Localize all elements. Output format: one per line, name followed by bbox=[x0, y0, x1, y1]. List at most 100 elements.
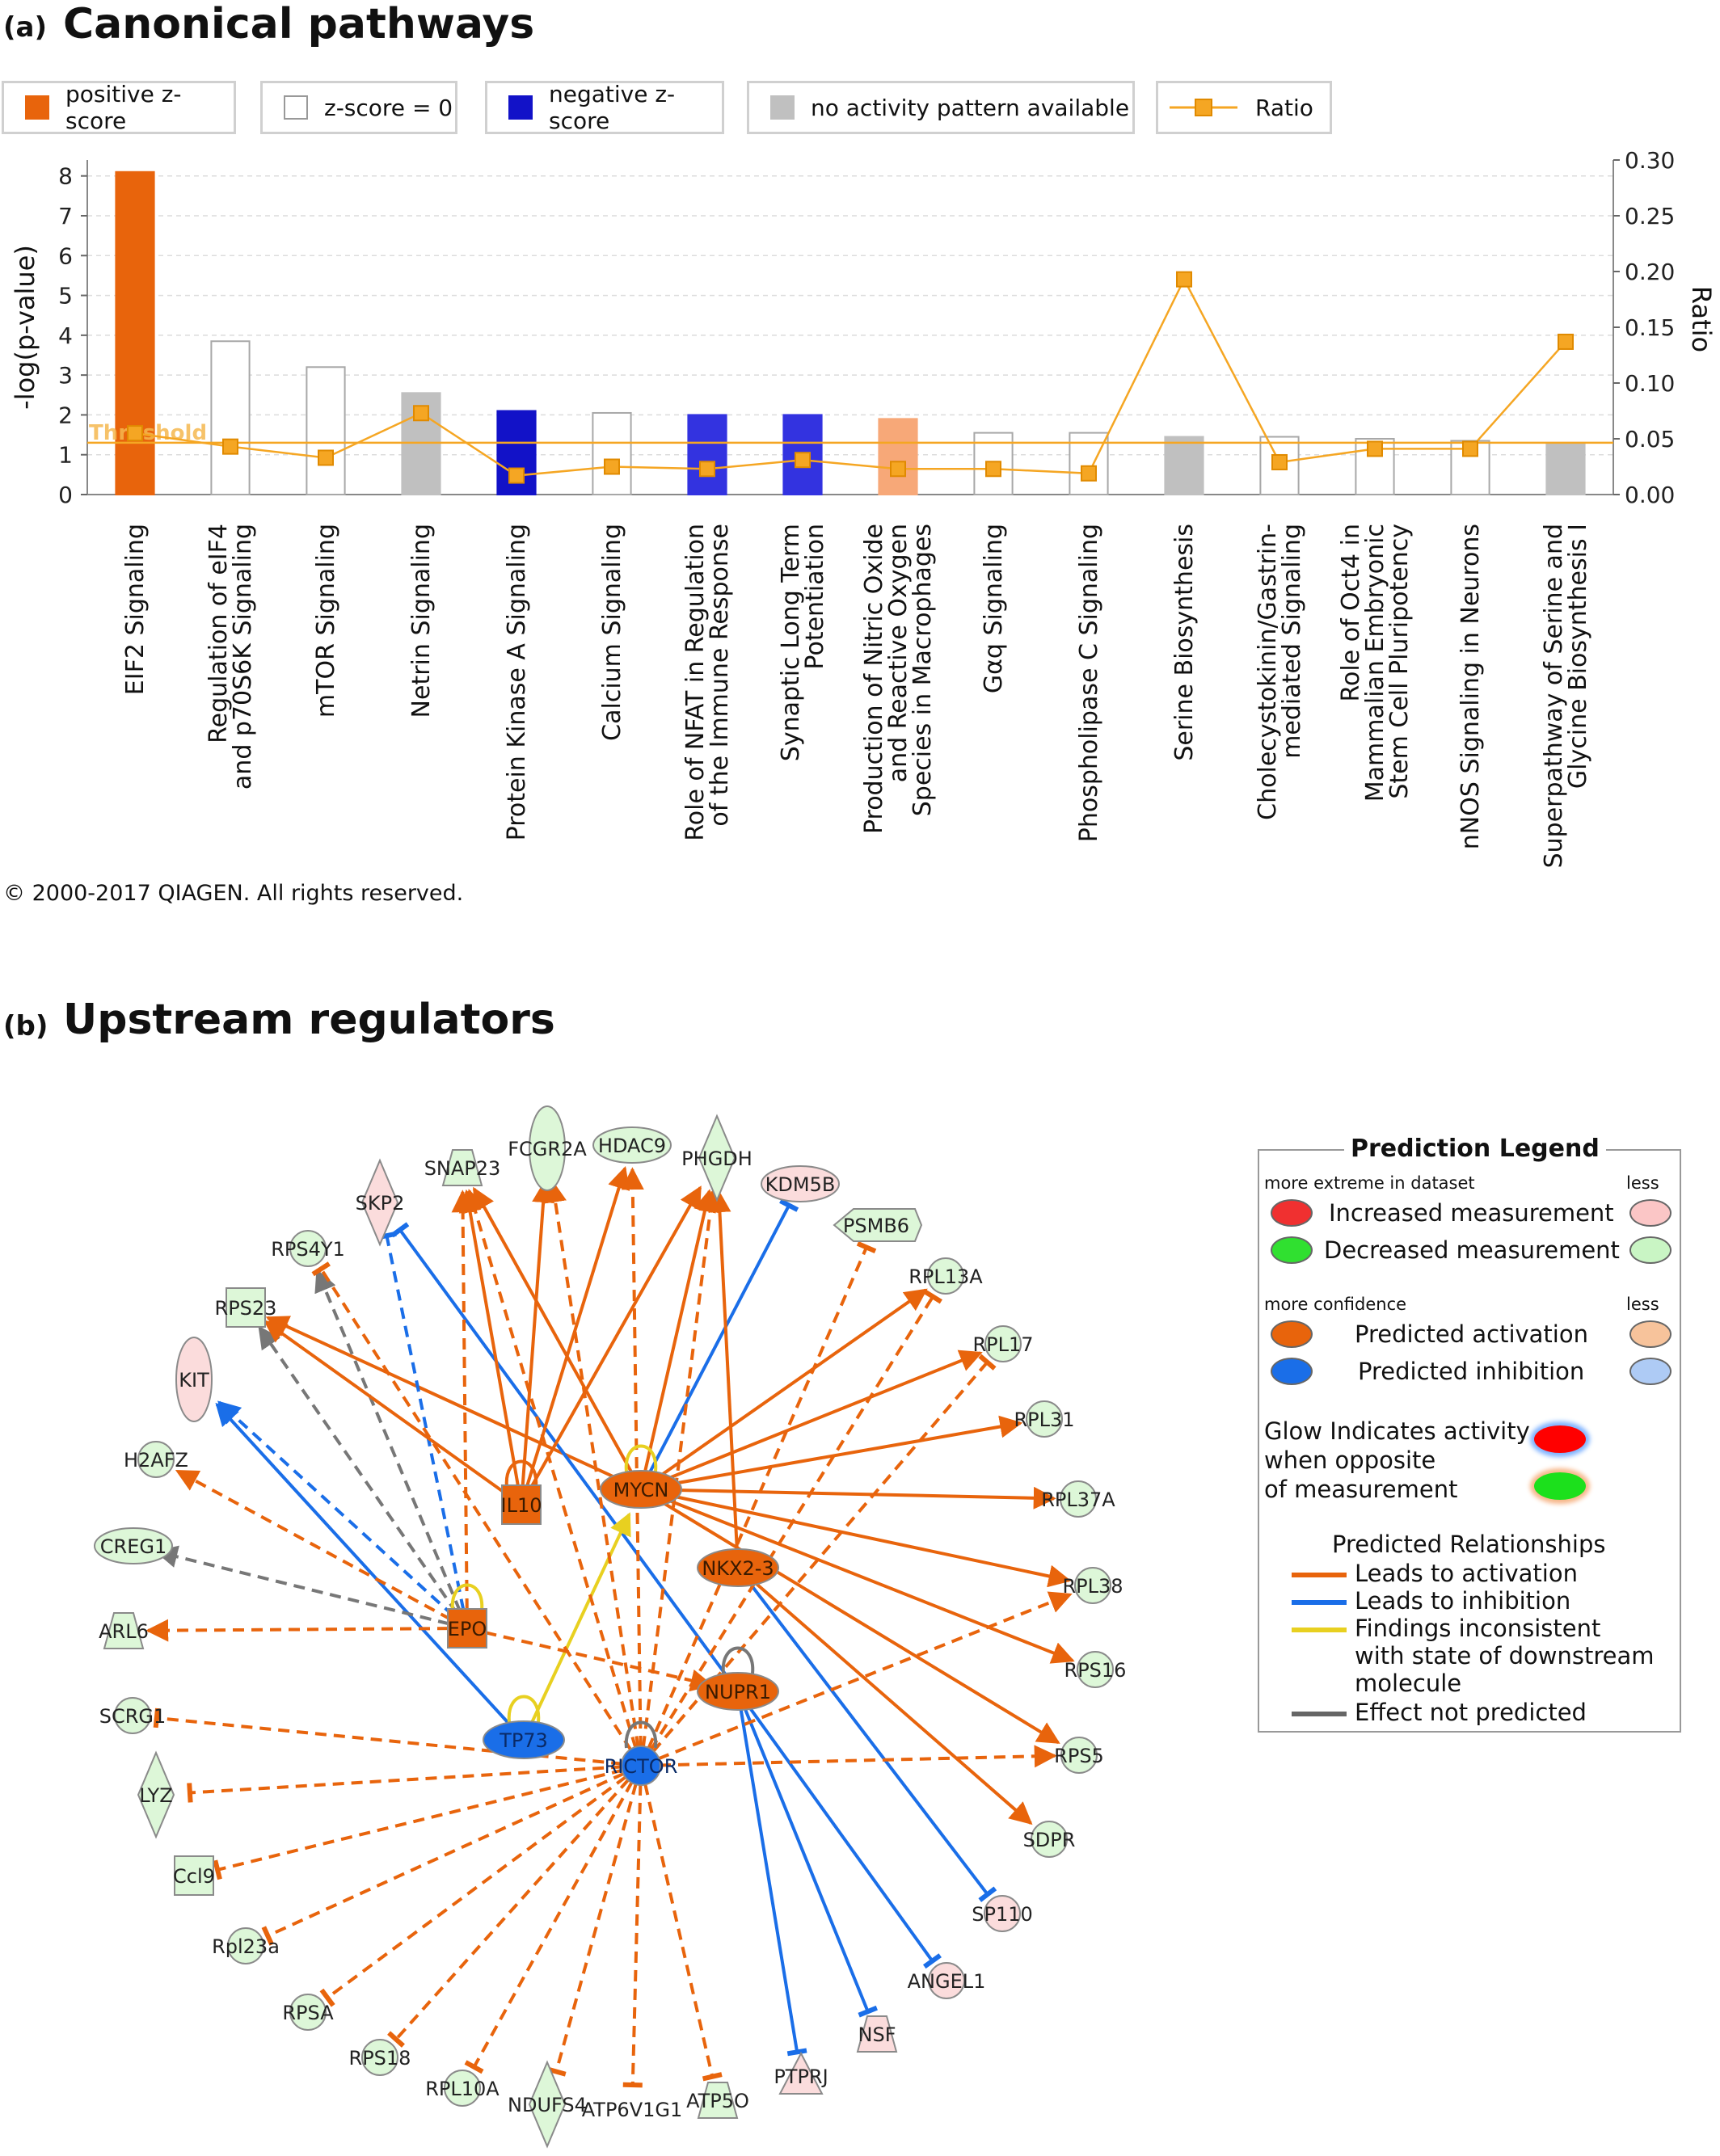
ratio-point bbox=[1558, 333, 1574, 350]
legend-positive-z: positive z-score bbox=[2, 81, 236, 134]
panel-b-title: Upstream regulators bbox=[63, 996, 555, 1044]
ratio-line bbox=[134, 276, 1566, 477]
node-label: RPL17 bbox=[972, 1333, 1033, 1356]
activation-weak-icon bbox=[1629, 1320, 1672, 1348]
node-label: PTPRJ bbox=[774, 2065, 828, 2088]
node-label: RPS18 bbox=[349, 2047, 411, 2070]
bar bbox=[115, 171, 155, 496]
node-label: PHGDH bbox=[681, 1147, 752, 1170]
y2-tick-label: 0.10 bbox=[1625, 370, 1675, 397]
node-label: IL10 bbox=[501, 1494, 542, 1517]
increased-measurement-label: Increased measurement bbox=[1329, 1199, 1614, 1227]
edge-rictor-ccl9 bbox=[213, 1764, 642, 1880]
node-shape bbox=[441, 1149, 483, 1186]
self-loop bbox=[721, 1646, 755, 1674]
copyright-notice: © 2000-2017 QIAGEN. All rights reserved. bbox=[3, 881, 464, 906]
y-axis-title: -log(p-value) bbox=[10, 245, 40, 410]
node-rpl17: RPL17 bbox=[972, 1325, 1034, 1362]
edge-mycn-snap23 bbox=[472, 1186, 643, 1490]
glow-text-2: when opposite bbox=[1264, 1446, 1436, 1474]
edge-mycn-rpl31 bbox=[640, 1415, 1023, 1491]
node-shape bbox=[483, 1720, 565, 1759]
node-label: RPL10A bbox=[425, 2078, 500, 2100]
glow-green-icon bbox=[1534, 1472, 1586, 1500]
x-tick-label: Calcium Signaling bbox=[598, 524, 626, 741]
x-tick-label: Stem Cell Pluripotency bbox=[1385, 524, 1414, 799]
node-nupr1: NUPR1 bbox=[697, 1672, 779, 1711]
more-extreme-label: more extreme in dataset bbox=[1264, 1173, 1475, 1193]
node-shape bbox=[592, 1126, 672, 1164]
self-loop bbox=[507, 1695, 541, 1723]
inhibition-weak-icon bbox=[1629, 1358, 1672, 1385]
node-label: RPL38 bbox=[1062, 1575, 1123, 1598]
edge-mycn-rps5 bbox=[639, 1488, 1060, 1745]
node-h2afz: H2AFZ bbox=[124, 1441, 188, 1478]
bar bbox=[878, 418, 918, 495]
ratio-point bbox=[413, 405, 429, 422]
self-loop bbox=[624, 1720, 658, 1749]
edge-rictor-snap23 bbox=[464, 1189, 643, 1766]
edge-epo-rps23 bbox=[258, 1325, 469, 1630]
x-tick-label: Mammalian Embryonic bbox=[1361, 524, 1389, 802]
x-tick-label: of the Immune Response bbox=[706, 524, 734, 827]
activation-strong-icon bbox=[1271, 1320, 1313, 1348]
leads-to-activation-label: Leads to activation bbox=[1355, 1560, 1578, 1587]
y2-tick-label: 0.25 bbox=[1625, 203, 1675, 229]
node-shape bbox=[833, 1208, 923, 1242]
ratio-point bbox=[795, 452, 811, 469]
canonical-pathways-chart: 0123456780.000.050.100.150.200.250.30-lo… bbox=[10, 147, 1717, 868]
bar bbox=[592, 411, 632, 496]
y2-axis-title: Ratio bbox=[1686, 286, 1717, 352]
node-fcgr2a: FCGR2A bbox=[508, 1105, 587, 1191]
edge-rictor-scrg1 bbox=[153, 1708, 642, 1767]
node-label: SKP2 bbox=[356, 1192, 405, 1215]
node-shape bbox=[778, 2051, 824, 2095]
edge-epo-snap23 bbox=[451, 1190, 474, 1629]
node-label: NSF bbox=[858, 2023, 896, 2046]
node-shape bbox=[1031, 1821, 1068, 1858]
node-shape bbox=[621, 1745, 661, 1786]
inhibition-strong-icon bbox=[1271, 1358, 1313, 1385]
x-tick-label: Serine Biosynthesis bbox=[1170, 524, 1199, 761]
node-scrg1: SCRG1 bbox=[99, 1697, 166, 1734]
node-label: RPS16 bbox=[1064, 1659, 1127, 1682]
edge-epo-h2afz bbox=[175, 1469, 468, 1630]
node-lyz: LYZ bbox=[137, 1750, 175, 1839]
self-loop bbox=[504, 1459, 538, 1488]
node-label: NKX2-3 bbox=[702, 1557, 774, 1580]
edge-epo-nupr1 bbox=[466, 1627, 714, 1692]
node-sp110: SP110 bbox=[972, 1895, 1033, 1932]
node-shape bbox=[444, 2070, 481, 2107]
node-atp5o: ATP5O bbox=[686, 2082, 749, 2119]
predicted-inhibition-label: Predicted inhibition bbox=[1358, 1358, 1585, 1385]
node-nsf: NSF bbox=[856, 2015, 898, 2053]
node-kit: KIT bbox=[175, 1337, 213, 1422]
negative-z-swatch bbox=[508, 95, 533, 120]
no-activity-swatch bbox=[770, 95, 795, 120]
legend-label: positive z-score bbox=[65, 81, 182, 134]
node-label: ATP5O bbox=[686, 2090, 749, 2112]
node-label: Ccl9 bbox=[173, 1865, 215, 1888]
legend-label: negative z-score bbox=[549, 81, 676, 134]
edge-rictor-rps4y1 bbox=[311, 1261, 643, 1767]
inconsistent-label-1: Findings inconsistent bbox=[1355, 1615, 1601, 1642]
node-rps23: RPS23 bbox=[215, 1287, 276, 1328]
node-label: LYZ bbox=[139, 1784, 172, 1807]
edge-nupr1-ptprj bbox=[736, 1691, 807, 2057]
positive-z-swatch bbox=[25, 95, 49, 120]
node-ptprj: PTPRJ bbox=[774, 2051, 828, 2095]
node-label: H2AFZ bbox=[124, 1449, 188, 1472]
edge-mycn-phgdh bbox=[639, 1189, 716, 1490]
x-tick-label: Role of Oct4 in bbox=[1337, 524, 1365, 701]
legend-label: z-score = 0 bbox=[324, 94, 453, 121]
edge-rictor-rpsa bbox=[319, 1764, 643, 2007]
edge-rictor-atp5o bbox=[639, 1765, 723, 2082]
x-tick-label: nNOS Signaling in Neurons bbox=[1457, 524, 1485, 849]
edge-nkx23-sdpr bbox=[736, 1566, 1033, 1825]
edge-rictor-rpl23a bbox=[261, 1764, 642, 1946]
bar bbox=[1545, 441, 1586, 496]
x-tick-label: and p70S6K Signaling bbox=[229, 524, 257, 790]
node-snap23: SNAP23 bbox=[424, 1149, 500, 1186]
inconsistent-label-2: with state of downstream bbox=[1355, 1642, 1655, 1670]
node-label: CREG1 bbox=[100, 1535, 167, 1558]
